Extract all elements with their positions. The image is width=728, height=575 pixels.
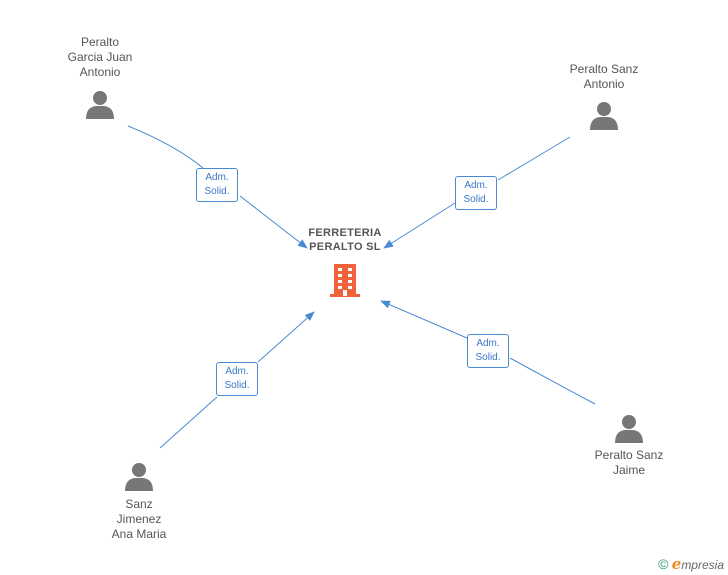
person-icon bbox=[590, 102, 618, 130]
person-name: Sanz Jimenez Ana Maria bbox=[79, 497, 199, 542]
person-name-line: Peralto bbox=[80, 35, 120, 49]
edge-p3-arrow bbox=[257, 311, 315, 363]
copyright-icon: © bbox=[658, 556, 669, 572]
person-name-line: Jaime bbox=[612, 463, 645, 477]
brand-rest: mpresia bbox=[681, 558, 724, 572]
brand-e: e bbox=[671, 555, 682, 573]
role-label-1: Adm. Solid. bbox=[196, 168, 238, 202]
person-name: Peralto Garcia Juan Antonio bbox=[40, 35, 160, 80]
person-icon bbox=[125, 463, 153, 491]
role-label-line: Solid. bbox=[463, 194, 489, 205]
person-icon bbox=[615, 415, 643, 443]
building-icon bbox=[330, 264, 360, 297]
empresia-logo: © empresia bbox=[658, 555, 724, 573]
edge-p1 bbox=[127, 125, 204, 169]
edge-p4 bbox=[509, 357, 596, 405]
role-label-line: Adm. bbox=[205, 172, 229, 183]
person-name-line: Antonio bbox=[79, 65, 121, 79]
person-name-line: Sanz bbox=[125, 497, 153, 511]
person-node-1[interactable]: Peralto Garcia Juan Antonio bbox=[40, 35, 160, 120]
role-label-line: Adm. bbox=[476, 338, 500, 349]
edge-p3 bbox=[159, 396, 218, 449]
person-name: Peralto Sanz Jaime bbox=[569, 448, 689, 478]
person-name-line: Peralto Sanz bbox=[594, 448, 664, 462]
person-node-3[interactable]: Sanz Jimenez Ana Maria bbox=[79, 462, 199, 542]
role-label-4: Adm. Solid. bbox=[467, 334, 509, 368]
person-name-line: Ana Maria bbox=[111, 527, 167, 541]
person-name-line: Garcia Juan bbox=[67, 50, 133, 64]
role-label-line: Solid. bbox=[475, 352, 501, 363]
person-name-line: Peralto Sanz bbox=[569, 62, 639, 76]
role-label-line: Adm. bbox=[225, 366, 249, 377]
role-label-line: Adm. bbox=[464, 180, 488, 191]
role-label-line: Solid. bbox=[224, 380, 250, 391]
person-node-2[interactable]: Peralto Sanz Antonio bbox=[544, 62, 664, 131]
role-label-line: Solid. bbox=[204, 186, 230, 197]
role-label-3: Adm. Solid. bbox=[216, 362, 258, 396]
company-name-line: FERRETERIA bbox=[308, 227, 382, 239]
role-label-2: Adm. Solid. bbox=[455, 176, 497, 210]
edge-p4-arrow bbox=[380, 300, 468, 339]
company-name: FERRETERIA PERALTO SL bbox=[285, 226, 405, 254]
edge-p2 bbox=[497, 136, 571, 181]
company-name-line: PERALTO SL bbox=[309, 241, 381, 253]
edge-p1-arrow bbox=[239, 195, 308, 249]
person-name-line: Antonio bbox=[583, 77, 625, 91]
person-icon bbox=[86, 91, 114, 119]
person-name: Peralto Sanz Antonio bbox=[544, 62, 664, 92]
company-node[interactable]: FERRETERIA PERALTO SL bbox=[285, 226, 405, 298]
person-node-4[interactable]: Peralto Sanz Jaime bbox=[569, 414, 689, 478]
edge-p2-arrow bbox=[383, 202, 456, 249]
person-name-line: Jimenez bbox=[116, 512, 162, 526]
